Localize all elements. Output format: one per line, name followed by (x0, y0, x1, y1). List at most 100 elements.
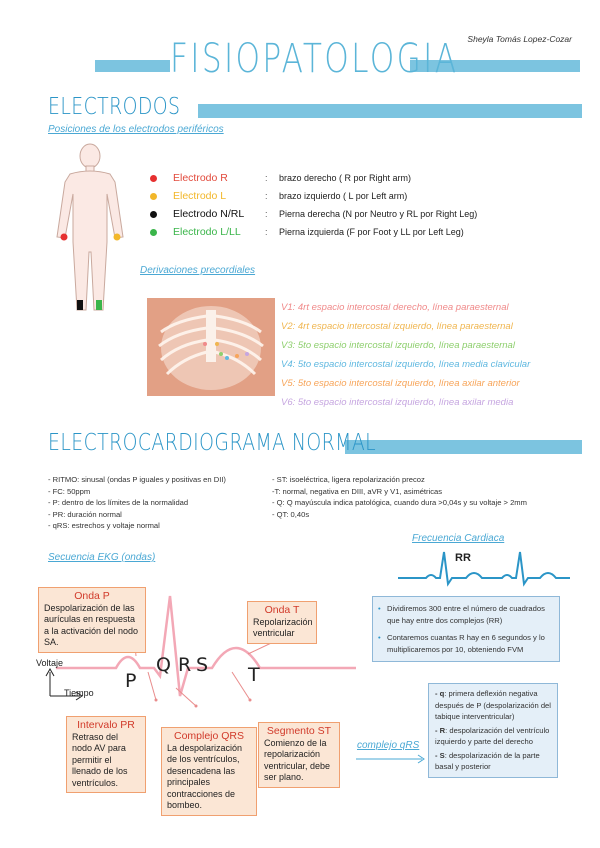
box-title: Complejo QRS (173, 730, 245, 742)
electrode-dot (150, 210, 157, 218)
box-complejo-qrs: Complejo QRS La despolarización de los v… (161, 727, 257, 816)
ekg-sequence-title: Secuencia EKG (ondas) (48, 552, 156, 563)
box-intervalo-pr: Intervalo PR Retraso del nodo AV para pe… (66, 716, 146, 793)
qrs-item-key: - R (435, 725, 446, 735)
page-title: FISIOPATOLOGIA (170, 36, 459, 82)
qrs-item: - q: primera deflexión negativa después … (435, 688, 551, 723)
rr-label: RR (455, 552, 471, 564)
rr-strip-icon (398, 551, 570, 587)
precordial-item: V4: 5to espacio intercostal izquierdo, l… (281, 359, 531, 370)
ecg-notes-right: - ST: isoeléctrica, ligera repolarizació… (272, 474, 527, 520)
electrode-list: Electrodo R : brazo derecho ( R por Righ… (150, 169, 477, 241)
header-bar-right (410, 60, 580, 72)
axis-tiempo-label: Tiempo (64, 688, 94, 698)
section-title-ecg: ELECTROCARDIOGRAMA NORMAL (48, 430, 377, 456)
qrs-label: complejo qRS (357, 740, 420, 751)
axis-voltaje-label: Voltaje (36, 658, 64, 668)
chest-illustration-icon (147, 298, 275, 396)
electrode-dot (150, 174, 157, 182)
electrode-dot (150, 192, 157, 200)
box-title: Onda T (264, 604, 300, 616)
ecg-waveform-diagram (45, 595, 356, 708)
box-body: Despolarización de las aurículas en resp… (44, 602, 139, 648)
electrode-name: Electrodo L (173, 190, 227, 202)
section-bar-ecg (345, 440, 582, 454)
electrode-separator: : (265, 209, 268, 219)
box-segmento-st: Segmento ST Comienzo de la repolarizació… (258, 722, 340, 788)
freq-title: Frecuencia Cardiaca (412, 533, 505, 544)
wave-label-r: R (178, 654, 192, 676)
note-line: - PR: duración normal (48, 509, 122, 519)
box-body: Comienzo de la repolarización ventricula… (264, 737, 331, 783)
box-title: Segmento ST (266, 725, 332, 737)
note-line: - Q: Q mayúscula indica patológica, cuan… (272, 498, 527, 507)
freq-bullet: •Contaremos cuantas R hay en 6 segundos … (378, 633, 545, 654)
freq-bullet-text: Contaremos cuantas R hay en 6 segundos y… (387, 633, 545, 654)
precordial-item: V2: 4rt espacio intercostal izquierdo, l… (281, 321, 513, 332)
electrode-n-marker (77, 300, 83, 310)
electrodos-subtitle: Posiciones de los electrodos periféricos (48, 124, 224, 135)
freq-bullet-text: Dividiremos 300 entre el número de cuadr… (387, 604, 545, 625)
note-line: - P: dentro de los límites de la normali… (48, 498, 189, 507)
qrs-item-text: : despolarización de la parte basal y po… (435, 750, 540, 772)
qrs-item: - R: despolarización del ventrículo izqu… (435, 725, 551, 748)
header-bar-left (95, 60, 170, 72)
ecg-trace (56, 595, 356, 697)
freq-bullet: •Dividiremos 300 entre el número de cuad… (378, 604, 545, 625)
box-onda-p: Onda P Despolarización de las aurículas … (38, 587, 146, 653)
precordial-list: V1: 4rt espacio intercostal derecho, lín… (281, 302, 530, 416)
precordial-subtitle: Derivaciones precordiales (140, 265, 256, 276)
wave-label-s: S (196, 654, 209, 676)
precordial-item: V1: 4rt espacio intercostal derecho, lín… (281, 302, 509, 313)
box-body: La despolarización de los ventrículos, d… (167, 742, 243, 811)
box-title: Intervalo PR (77, 719, 135, 731)
note-line: - RITMO: sinusal (ondas P iguales y posi… (48, 475, 226, 484)
qrs-item: - S: despolarización de la parte basal y… (435, 750, 551, 773)
electrode-row: Electrodo L : brazo izquierdo ( L por Le… (150, 187, 477, 205)
electrode-row: Electrodo L/LL : Pierna izquierda (F por… (150, 223, 477, 241)
ecg-notes-left: - RITMO: sinusal (ondas P iguales y posi… (48, 474, 226, 532)
precordial-item: V3: 5to espacio intercostal izquierdo, l… (281, 340, 515, 351)
electrode-separator: : (265, 227, 268, 237)
section-bar-electrodos (198, 104, 582, 118)
box-body: Retraso del nodo AV para permitir el lle… (72, 731, 128, 788)
electrode-row: Electrodo N/RL : Pierna derecha (N por N… (150, 205, 477, 223)
note-line: - ST: isoeléctrica, ligera repolarizació… (272, 475, 425, 484)
section-title-electrodos: ELECTRODOS (48, 94, 181, 120)
box-title: Onda P (74, 590, 110, 602)
electrode-r-dot (60, 233, 68, 241)
qrs-box: - q: primera deflexión negativa después … (428, 683, 558, 778)
wave-label-q: Q (156, 654, 171, 676)
wave-label-t: T (248, 664, 260, 686)
qrs-item-key: - S (435, 750, 445, 760)
note-line: -T: normal, negativa en DIII, aVR y V1, … (272, 486, 443, 496)
box-onda-t: Onda T Repolarización ventricular (247, 601, 317, 644)
freq-bullets-box: •Dividiremos 300 entre el número de cuad… (372, 596, 560, 662)
arrow-right-icon (356, 754, 425, 764)
electrode-separator: : (265, 191, 268, 201)
electrode-l-dot (113, 233, 121, 241)
electrode-desc: Pierna izquierda (F por Foot y LL por Le… (279, 227, 464, 237)
electrode-separator: : (265, 173, 268, 183)
electrode-dot (150, 228, 157, 236)
precordial-item: V5: 5to espacio intercostal izquierdo, l… (281, 378, 520, 389)
qrs-item-key: - q (435, 689, 445, 698)
note-line: - qRS: estrechos y voltaje normal (48, 521, 160, 530)
qrs-item-text: : primera deflexión negativa después de … (435, 689, 551, 721)
electrode-name: Electrodo R (173, 172, 228, 184)
note-line: - QT: 0,40s (272, 509, 310, 519)
electrode-name: Electrodo L/LL (173, 226, 241, 238)
electrode-row: Electrodo R : brazo derecho ( R por Righ… (150, 169, 477, 187)
electrode-name: Electrodo N/RL (173, 208, 245, 220)
author-name: Sheyla Tomás Lopez-Cozar (467, 34, 572, 44)
electrode-desc: brazo izquierdo ( L por Left arm) (279, 191, 408, 201)
electrode-ll-marker (96, 300, 102, 310)
box-body: Repolarización ventricular (253, 616, 313, 639)
electrode-desc: brazo derecho ( R por Right arm) (279, 173, 412, 183)
wave-label-p: P (125, 670, 137, 692)
electrode-desc: Pierna derecha (N por Neutro y RL por Ri… (279, 209, 478, 219)
body-figure-icon (56, 143, 124, 311)
qrs-item-text: : despolarización del ventrículo izquier… (435, 725, 550, 747)
note-line: - FC: 50ppm (48, 486, 91, 496)
precordial-item: V6: 5to espacio intercostal izquierdo, l… (281, 397, 514, 408)
